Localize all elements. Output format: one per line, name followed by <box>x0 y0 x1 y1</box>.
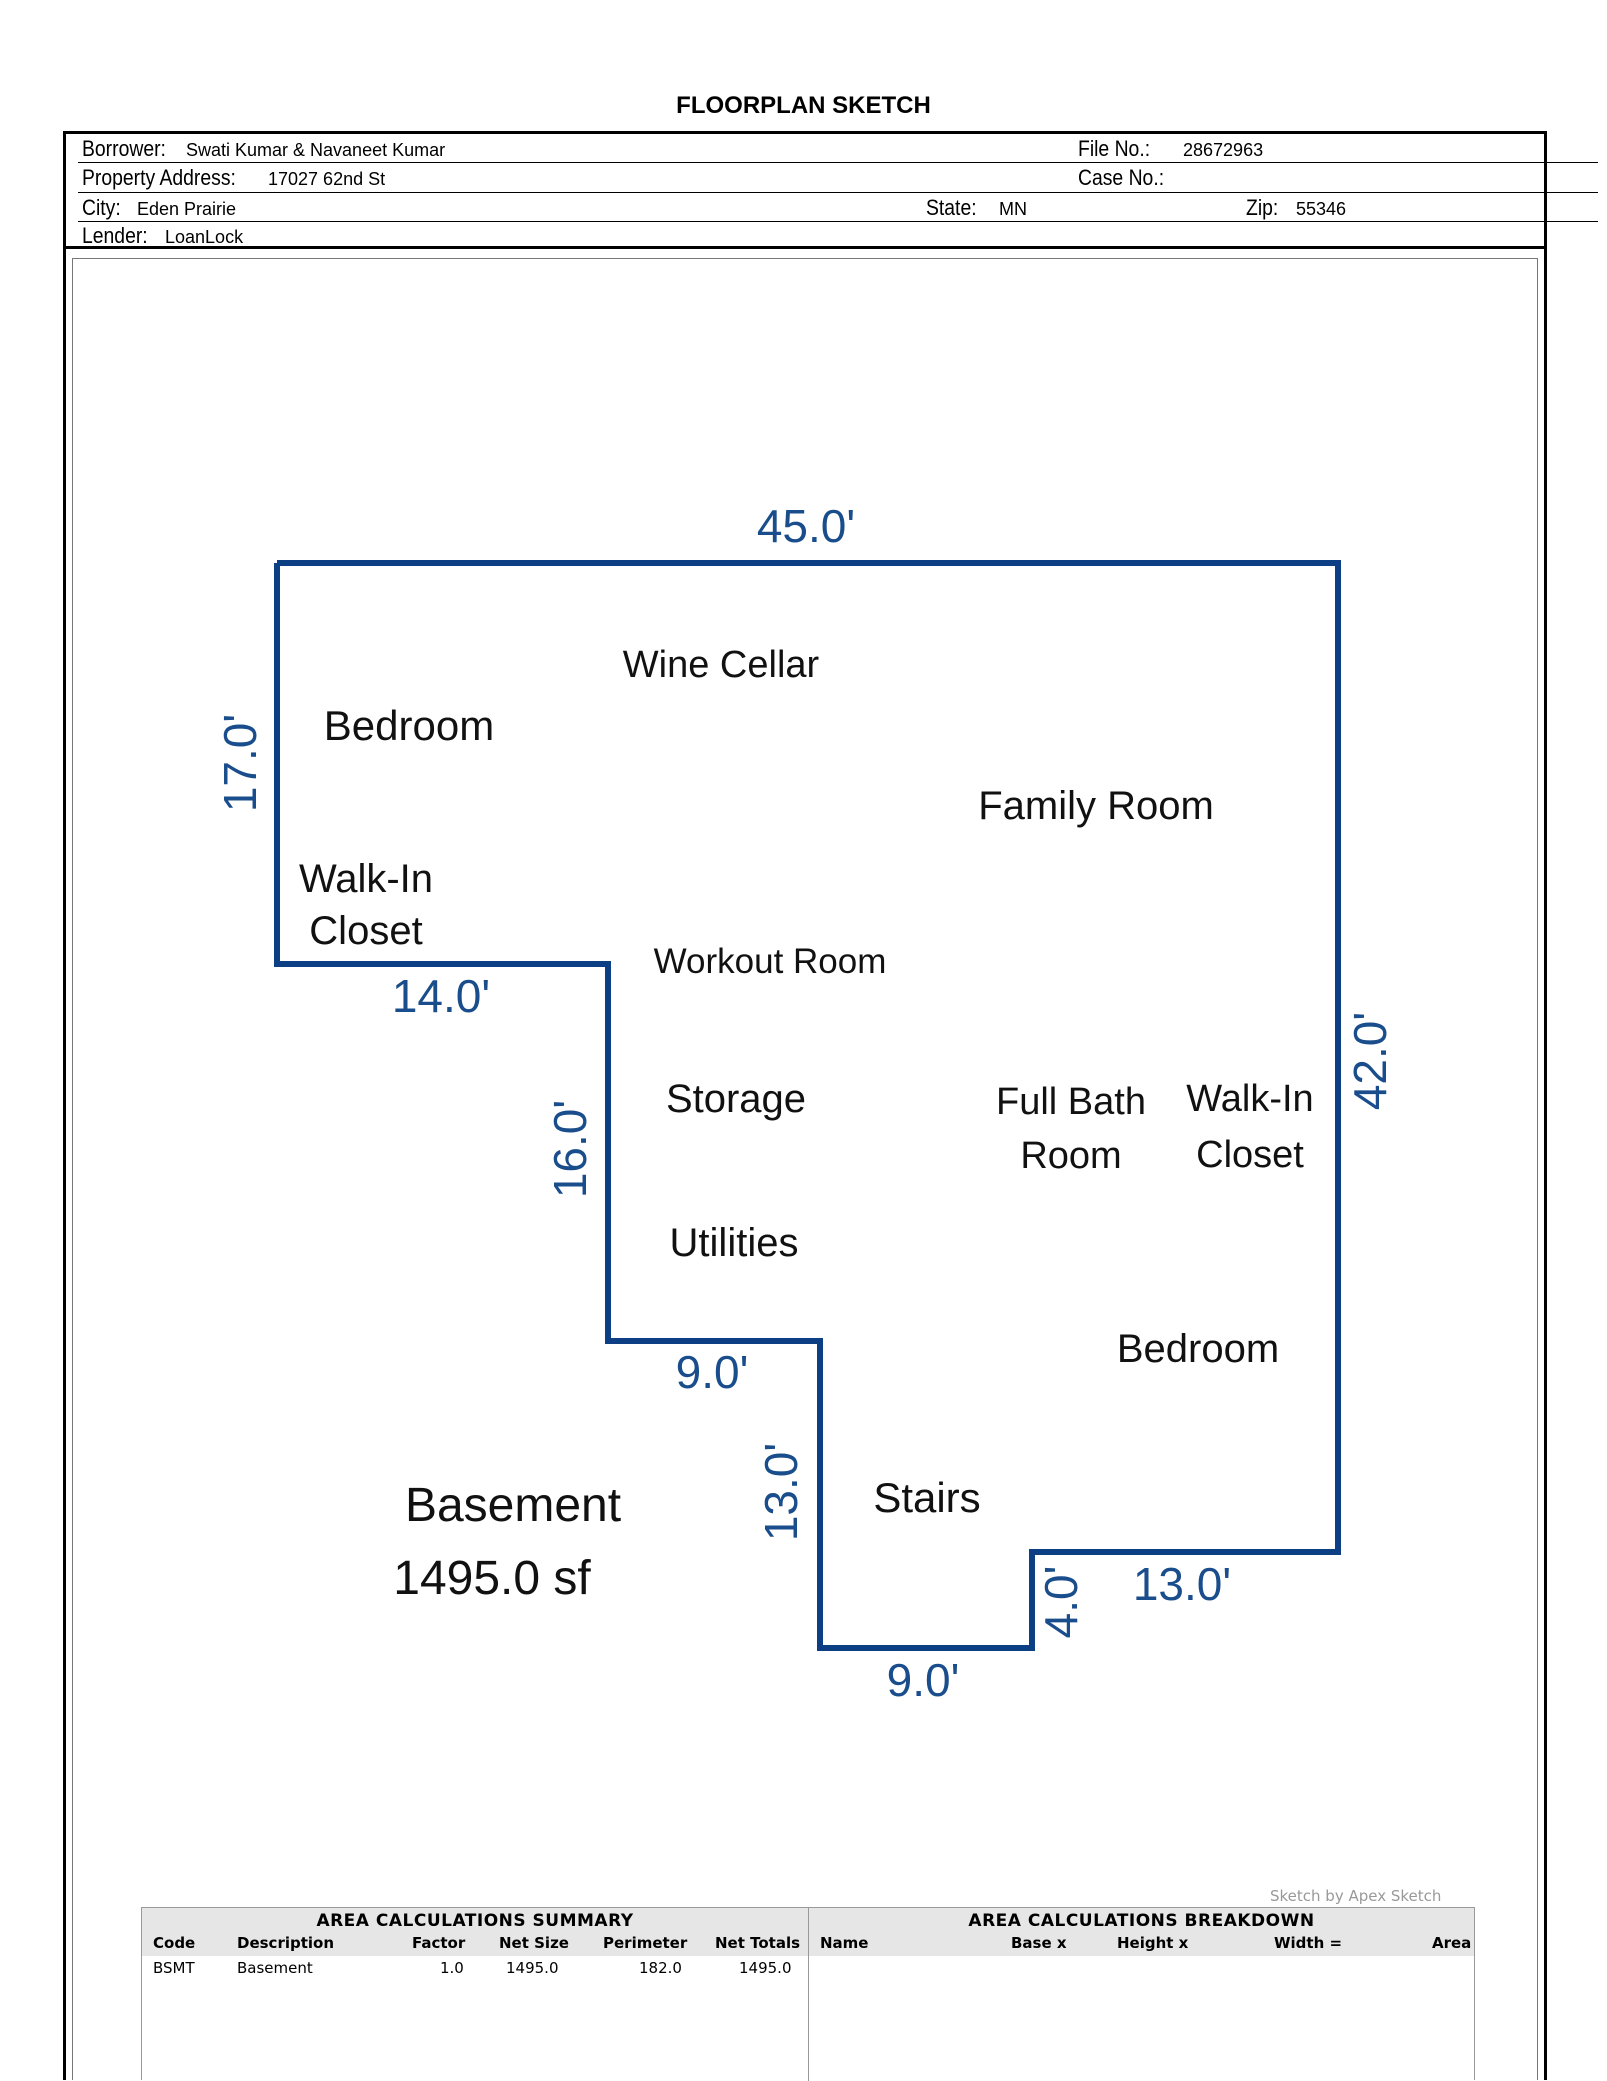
file-no-value: 28672963 <box>1183 140 1264 160</box>
room-family-room: Family Room <box>978 784 1214 828</box>
case-no-label: Case No.: <box>1078 165 1165 190</box>
state-value: MN <box>999 199 1027 219</box>
sketch-inner-frame <box>72 258 1538 2080</box>
zip-label: Zip: <box>1246 195 1279 220</box>
dimension-step-1: 14.0' <box>392 970 490 1022</box>
sketch-credit: Sketch by Apex Sketch <box>1270 1887 1442 1905</box>
header-info-box: Borrower: Swati Kumar & Navaneet Kumar F… <box>63 131 1598 249</box>
col-factor: Factor <box>412 1934 466 1952</box>
header-rule <box>78 221 1598 222</box>
col-base: Base x <box>1011 1934 1067 1952</box>
cell-perimeter: 182.0 <box>639 1959 682 1977</box>
room-walk-in-closet-1-line-1: Walk-In <box>299 857 433 901</box>
cell-net-totals: 1495.0 <box>739 1959 792 1977</box>
area-breakdown-title: AREA CALCULATIONS BREAKDOWN <box>968 1911 1315 1931</box>
dimension-step-4: 13.0' <box>755 1443 807 1541</box>
col-name: Name <box>820 1934 869 1952</box>
document-title: FLOORPLAN SKETCH <box>676 92 931 119</box>
borrower-label: Borrower: <box>82 136 166 161</box>
col-code: Code <box>153 1934 196 1952</box>
city-label: City: <box>82 195 121 220</box>
dimension-left: 17.0' <box>214 714 266 812</box>
dimension-right: 42.0' <box>1344 1012 1396 1110</box>
cell-code: BSMT <box>153 1959 195 1977</box>
area-summary-section: AREA CALCULATIONS SUMMARY Code Descripti… <box>142 1908 808 2080</box>
area-calculations-panel: AREA CALCULATIONS SUMMARY Code Descripti… <box>141 1907 1475 2081</box>
lender-label: Lender: <box>82 223 148 248</box>
dimension-bottom: 9.0' <box>887 1654 960 1706</box>
dimension-step-2: 16.0' <box>544 1100 596 1198</box>
room-bedroom-2: Bedroom <box>1117 1327 1279 1371</box>
basement-outline <box>274 560 1341 1651</box>
room-full-bath-line-2: Room <box>1020 1135 1121 1177</box>
file-no-label: File No.: <box>1078 136 1151 161</box>
state-label: State: <box>926 195 977 220</box>
city-value: Eden Prairie <box>137 199 237 219</box>
room-utilities: Utilities <box>670 1221 799 1265</box>
col-perimeter: Perimeter <box>603 1934 688 1952</box>
col-width: Width = <box>1274 1934 1343 1952</box>
address-value: 17027 62nd St <box>268 169 386 189</box>
area-breakdown-header <box>809 1908 1474 1956</box>
area-value: 1495.0 sf <box>393 1552 591 1605</box>
col-net-totals: Net Totals <box>715 1934 801 1952</box>
lender-value: LoanLock <box>165 227 244 247</box>
area-breakdown-section: AREA CALCULATIONS BREAKDOWN Name Base x … <box>809 1908 1474 2080</box>
room-wine-cellar: Wine Cellar <box>623 644 820 686</box>
cell-description: Basement <box>237 1959 313 1977</box>
room-walk-in-closet-2-line-2: Closet <box>1196 1134 1304 1176</box>
col-description: Description <box>237 1934 335 1952</box>
sketch-frame <box>63 249 1547 2080</box>
cell-net-size: 1495.0 <box>506 1959 559 1977</box>
header-rule <box>78 192 1598 193</box>
dimension-right-bottom: 13.0' <box>1133 1558 1231 1610</box>
col-height: Height x <box>1117 1934 1189 1952</box>
header-rule <box>78 162 1598 163</box>
room-full-bath-line-1: Full Bath <box>996 1081 1146 1123</box>
area-label: Basement <box>405 1479 621 1532</box>
room-workout: Workout Room <box>654 942 887 981</box>
zip-value: 55346 <box>1296 199 1347 219</box>
dimension-top: 45.0' <box>757 500 855 552</box>
room-storage: Storage <box>666 1077 806 1121</box>
borrower-value: Swati Kumar & Navaneet Kumar <box>186 140 446 160</box>
address-label: Property Address: <box>82 165 236 190</box>
room-stairs: Stairs <box>873 1474 980 1521</box>
col-net-size: Net Size <box>499 1934 569 1952</box>
col-area: Area <box>1432 1934 1472 1952</box>
area-summary-header <box>142 1908 808 1956</box>
room-bedroom-1: Bedroom <box>324 702 494 749</box>
dimension-notch: 4.0' <box>1035 1566 1087 1639</box>
table-divider <box>808 1908 809 2081</box>
dimension-step-3: 9.0' <box>676 1346 749 1398</box>
area-summary-title: AREA CALCULATIONS SUMMARY <box>316 1911 634 1931</box>
room-walk-in-closet-2-line-1: Walk-In <box>1186 1078 1313 1120</box>
room-walk-in-closet-1-line-2: Closet <box>309 909 422 953</box>
cell-factor: 1.0 <box>440 1959 464 1977</box>
